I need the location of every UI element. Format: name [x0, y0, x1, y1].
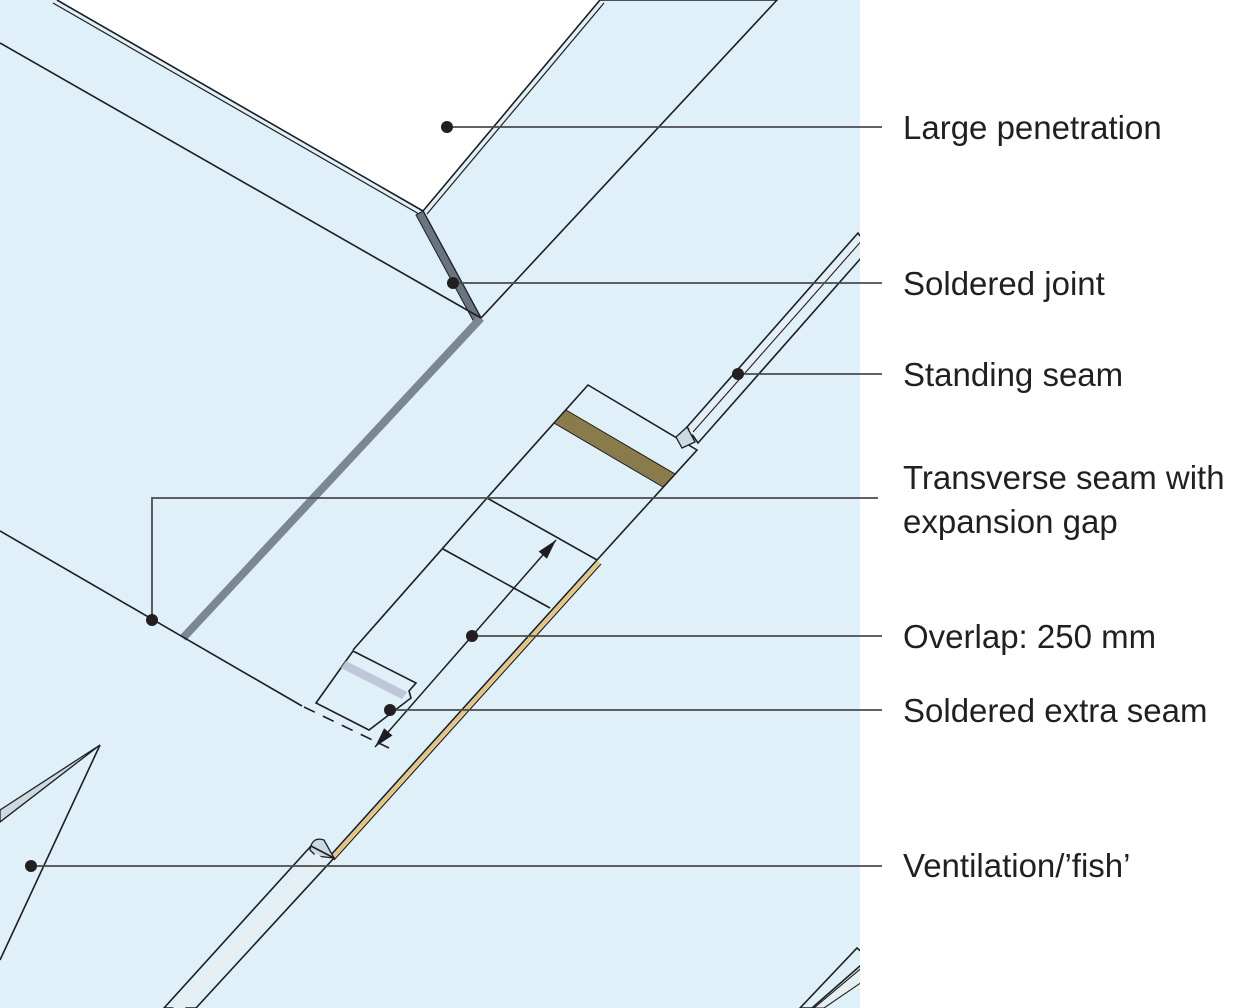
sheet-edge-lower-line [333, 563, 602, 861]
fish-slit-line [0, 744, 101, 961]
label-standing-seam: Standing seam [903, 356, 1123, 393]
penetration-edge-line-2 [52, 2, 420, 215]
sheet-edge-line [329, 559, 598, 857]
standing-seam-corner-body [798, 946, 860, 1008]
standing-seam-lower [162, 838, 336, 1008]
standing-seam-upper-body [685, 231, 860, 445]
standing-seam-upper-end-fold [675, 425, 696, 449]
extra-seam-body [314, 649, 418, 731]
standing-seam-lower-highlight [173, 853, 325, 1008]
leader-dot-overlap [466, 630, 478, 642]
leader-dot-transverse-seam [146, 614, 158, 626]
label-soldered-extra-seam: Soldered extra seam [903, 692, 1208, 729]
dimension-arrowhead-top [538, 540, 556, 559]
overlap-extent-line [442, 548, 551, 609]
fish-sliver [0, 744, 101, 823]
standing-seam-lower-body [162, 845, 336, 1008]
penetration-edge-line [56, 0, 424, 212]
leader-dot-soldered-joint [447, 277, 459, 289]
overlap-dimension-arrow [374, 539, 557, 748]
leader-dot-standing-seam [732, 368, 744, 380]
ventilation-fish-shape [0, 744, 101, 961]
extra-seam-stripe [341, 661, 407, 699]
callout-leaders [25, 121, 882, 872]
standing-seam-corner-highlight [813, 968, 860, 1008]
leader-dot-large-penetration [441, 121, 453, 133]
dimension-arrowhead-bottom [375, 728, 393, 747]
thick-corner-seam [180, 315, 484, 641]
label-overlap: Overlap: 250 mm [903, 618, 1156, 655]
leader-dot-soldered-extra-seam [384, 704, 396, 716]
standing-seam-upper [675, 231, 860, 449]
standing-seam-upper-fold-line [692, 241, 860, 433]
transverse-seam-patch [485, 383, 699, 562]
soldered-extra-seam-patch [314, 649, 418, 731]
leader-dot-ventilation [25, 860, 37, 872]
callout-labels: Large penetration Soldered joint Standin… [903, 109, 1225, 884]
pan-edge-line [352, 497, 488, 651]
label-ventilation: Ventilation/’fish’ [903, 847, 1130, 884]
hidden-edge-dashed-line [303, 706, 390, 749]
label-transverse-seam-line1: Transverse seam with [903, 459, 1225, 496]
upper-sheet-seam-line [0, 42, 482, 319]
label-large-penetration: Large penetration [903, 109, 1162, 146]
label-transverse-seam-line2: expansion gap [903, 503, 1118, 540]
curb-face-fold-line [426, 2, 605, 215]
standing-seam-upper-highlight [689, 236, 860, 435]
dimension-line [374, 539, 557, 748]
label-soldered-joint: Soldered joint [903, 265, 1105, 302]
standing-seam-corner [798, 946, 860, 1008]
large-penetration-opening [57, 0, 600, 211]
expansion-gap-stripe [553, 409, 676, 488]
leader-transverse-seam [151, 497, 878, 620]
